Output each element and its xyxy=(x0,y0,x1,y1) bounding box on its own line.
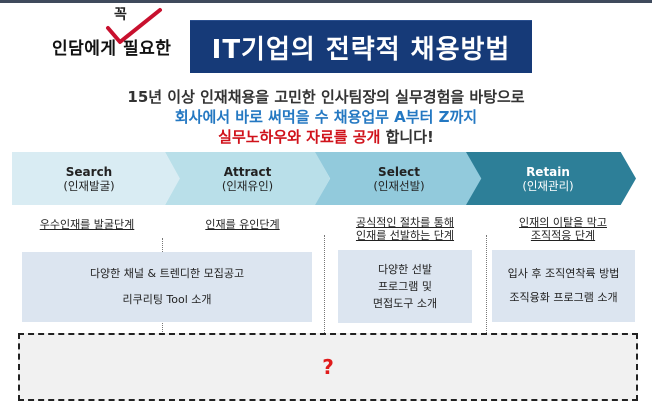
content-box-search-attract: 다양한 채널 & 트렌디한 모집공고 리쿠리팅 Tool 소개 xyxy=(22,252,312,322)
stage-desc-line: 조직적응 단계 xyxy=(530,229,596,242)
step-title: Select xyxy=(378,164,420,179)
intro-line-3-rest: 합니다! xyxy=(380,128,434,146)
process-step-attract: Attract (인재유인) xyxy=(165,152,330,205)
stage-desc-search: 우수인재를 발굴단계 xyxy=(39,218,135,231)
step-subtitle: (인재관리) xyxy=(522,178,574,193)
divider-2 xyxy=(324,235,325,333)
content-box-select: 다양한 선발 프로그램 및 면접도구 소개 xyxy=(338,250,472,323)
box-line: 다양한 선발 xyxy=(377,263,433,276)
stage-desc-retain: 인재의 이탈을 막고 조직적응 단계 xyxy=(488,216,638,242)
question-mark-icon: ? xyxy=(322,355,334,379)
header-subtitle: 인담에게 필요한 xyxy=(52,39,172,59)
content-box-retain: 입사 후 조직연착륙 방법 조직융화 프로그램 소개 xyxy=(492,250,635,322)
box-line: 리쿠리팅 Tool 소개 xyxy=(122,293,212,306)
emphasis-word: 꼭 xyxy=(114,7,127,23)
step-title: Retain xyxy=(526,164,570,179)
intro-line-1: 15년 이상 인재채용을 고민한 인사팀장의 실무경험을 바탕으로 xyxy=(127,88,525,106)
divider-3 xyxy=(486,235,487,333)
stage-desc-line: 공식적인 절차를 통해 xyxy=(355,216,455,229)
box-line: 면접도구 소개 xyxy=(372,297,438,310)
box-line: 프로그램 및 xyxy=(377,280,433,293)
step-subtitle: (인재발굴) xyxy=(63,178,115,193)
stage-desc-attract: 인재를 유인단계 xyxy=(205,218,280,231)
stage-desc-line: 인재를 선발하는 단계 xyxy=(355,229,455,242)
intro-line-2: 회사에서 바로 써먹을 수 채용업무 A부터 Z까지 xyxy=(174,108,478,126)
page-title: IT기업의 전략적 채용방법 xyxy=(211,34,511,65)
process-step-select: Select (인재선발) xyxy=(315,152,483,205)
checkmark-icon xyxy=(106,8,162,44)
box-line: 조직융화 프로그램 소개 xyxy=(509,291,618,304)
stage-desc-line: 인재의 이탈을 막고 xyxy=(519,216,607,229)
box-line: 다양한 채널 & 트렌디한 모집공고 xyxy=(89,267,245,280)
top-bar xyxy=(0,0,652,3)
step-subtitle: (인재선발) xyxy=(373,178,425,193)
step-subtitle: (인재유인) xyxy=(221,178,274,193)
intro-line-3: 실무노하우와 자료를 공개 합니다! xyxy=(0,126,652,147)
mystery-box: ? xyxy=(18,333,638,401)
title-banner: IT기업의 전략적 채용방법 xyxy=(190,20,532,73)
stage-desc-select: 공식적인 절차를 통해 인재를 선발하는 단계 xyxy=(326,216,484,242)
step-title: Search xyxy=(65,164,113,179)
intro-highlight: 실무노하우와 자료를 공개 xyxy=(218,128,381,146)
box-line: 입사 후 조직연착륙 방법 xyxy=(507,267,620,280)
process-step-search: Search (인재발굴) xyxy=(12,152,180,205)
process-step-retain: Retain (인재관리) xyxy=(466,152,636,205)
step-title: Attract xyxy=(223,164,272,179)
